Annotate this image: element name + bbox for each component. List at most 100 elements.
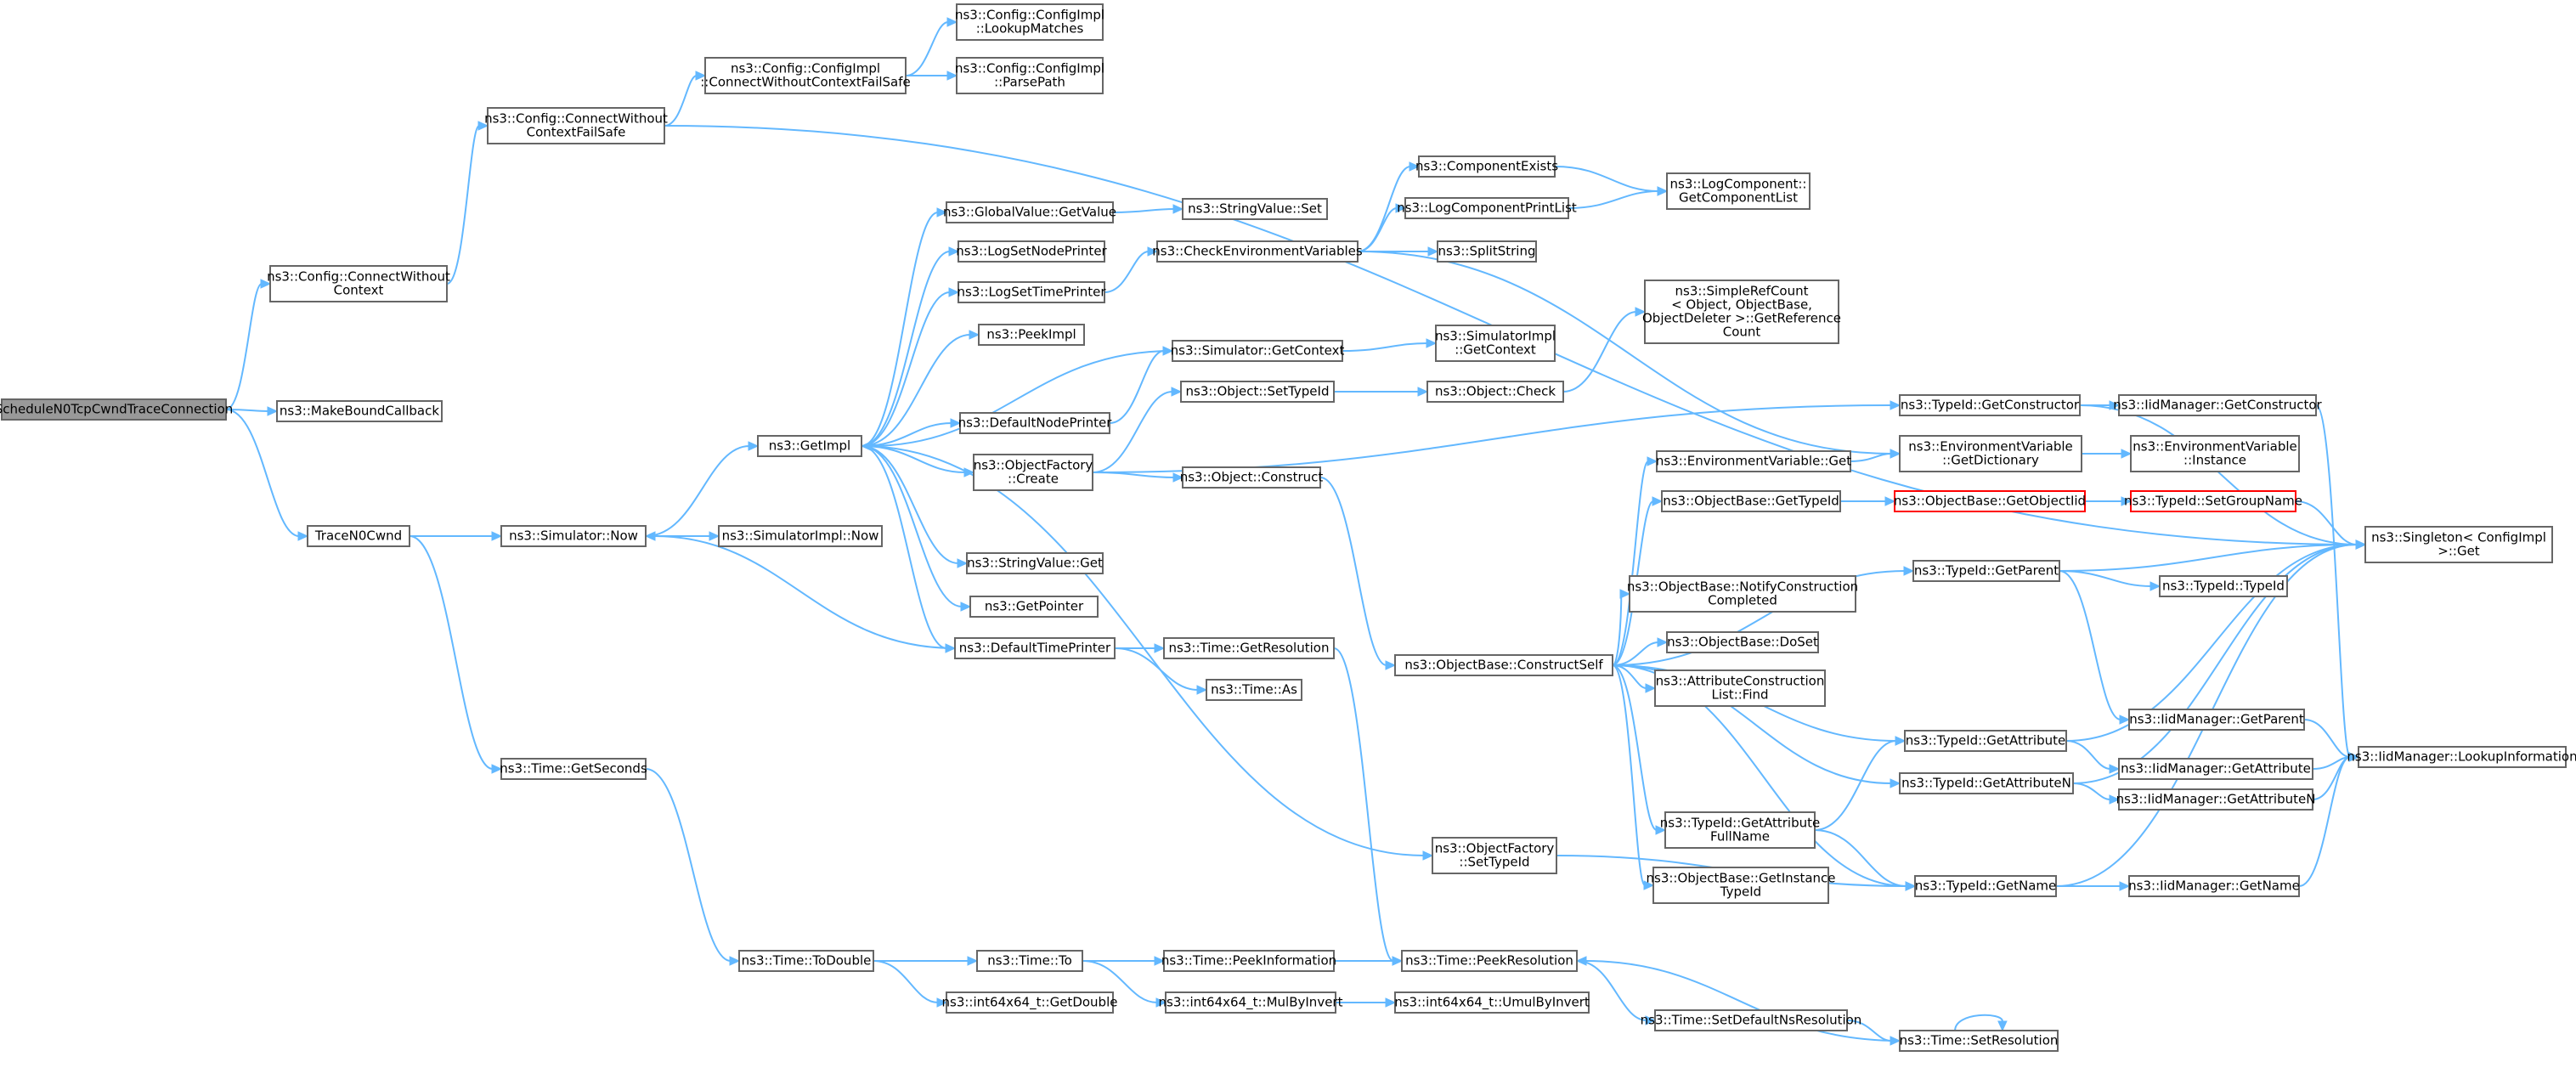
- node-simnow[interactable]: ns3::Simulator::Now: [500, 525, 647, 547]
- node-cwcfs[interactable]: ns3::Config::ConnectWithoutContextFailSa…: [484, 107, 668, 144]
- node-tidgetattrn[interactable]: ns3::TypeId::GetAttributeN: [1899, 772, 2074, 794]
- node-label: ns3::PeekImpl: [986, 327, 1076, 342]
- node-timetodouble[interactable]: ns3::Time::ToDouble: [738, 950, 874, 972]
- node-iidgetparent[interactable]: ns3::IidManager::GetParent: [2128, 709, 2305, 731]
- node-simgetctx[interactable]: ns3::Simulator::GetContext: [1171, 340, 1345, 362]
- node-singleton[interactable]: ns3::Singleton< ConfigImpl>::Get: [2364, 526, 2553, 563]
- node-label: ns3::ObjectBase::GetObjectIid: [1894, 494, 2086, 509]
- edge-line: [1814, 829, 1907, 887]
- node-label: ns3::Object::Construct: [1180, 470, 1324, 485]
- node-getimpl[interactable]: ns3::GetImpl: [757, 435, 862, 457]
- node-tidsetgroup[interactable]: ns3::TypeId::SetGroupName: [2124, 490, 2302, 512]
- arrowhead: [1895, 736, 1907, 746]
- node-umulbyinv[interactable]: ns3::int64x64_t::UmulByInvert: [1394, 991, 1590, 1014]
- node-setdefns[interactable]: ns3::Time::SetDefaultNsResolution: [1641, 1009, 1862, 1031]
- arrowhead: [1884, 496, 1896, 506]
- node-tidgetparent[interactable]: ns3::TypeId::GetParent: [1912, 560, 2060, 582]
- node-tidtid[interactable]: ns3::TypeId::TypeId: [2159, 575, 2288, 597]
- edge-line: [2065, 544, 2358, 742]
- node-cev[interactable]: ns3::CheckEnvironmentVariables: [1152, 240, 1363, 263]
- node-parsepath[interactable]: ns3::Config::ConfigImpl::ParsePath: [955, 57, 1104, 94]
- node-obgettid[interactable]: ns3::ObjectBase::GetTypeId: [1661, 490, 1841, 512]
- node-envgetdict[interactable]: ns3::EnvironmentVariable::GetDictionary: [1899, 435, 2082, 472]
- node-box: [1165, 991, 1336, 1014]
- node-envinst[interactable]: ns3::EnvironmentVariable::Instance: [2130, 435, 2300, 472]
- node-tidgetctor[interactable]: ns3::TypeId::GetConstructor: [1899, 394, 2081, 416]
- edge-dtp-to-simnow: [644, 531, 956, 649]
- node-iidgetctor[interactable]: ns3::IidManager::GetConstructor: [2113, 394, 2323, 416]
- edge-tidgetattrfull-to-tidgetattr: [1814, 736, 1907, 831]
- edge-constructself-to-notifyconst: [1612, 589, 1631, 666]
- edge-line: [861, 445, 947, 649]
- node-label: ns3::Time::ToDouble: [742, 953, 872, 969]
- node-tidgetname[interactable]: ns3::TypeId::GetName: [1914, 875, 2057, 897]
- node-objcheck[interactable]: ns3::Object::Check: [1426, 381, 1564, 403]
- node-lstp[interactable]: ns3::LogSetTimePrinter: [957, 281, 1106, 303]
- node-srcgetref[interactable]: ns3::SimpleRefCount< Object, ObjectBase,…: [1642, 280, 1841, 344]
- node-box: [276, 400, 443, 422]
- node-simimplnow[interactable]: ns3::SimulatorImpl::Now: [718, 525, 883, 547]
- node-dtp[interactable]: ns3::DefaultTimePrinter: [954, 637, 1116, 659]
- node-getpointer[interactable]: ns3::GetPointer: [969, 596, 1099, 618]
- node-peekinfo[interactable]: ns3::Time::PeekInformation: [1161, 950, 1336, 972]
- node-ofsettid[interactable]: ns3::ObjectFactory::SetTypeId: [1432, 837, 1557, 874]
- arrowhead: [748, 441, 760, 451]
- node-box: [1180, 381, 1335, 403]
- node-cwc[interactable]: ns3::Config::ConnectWithoutContext: [267, 265, 450, 302]
- node-ofcreate[interactable]: ns3::ObjectFactory::Create: [973, 454, 1093, 491]
- node-timegetsec[interactable]: ns3::Time::GetSeconds: [500, 758, 647, 780]
- node-dnp[interactable]: ns3::DefaultNodePrinter: [958, 412, 1113, 434]
- arrowhead: [1154, 956, 1166, 966]
- node-lcgcl[interactable]: ns3::LogComponent::GetComponentList: [1666, 172, 1811, 210]
- node-label: ns3::ObjectBase::GetTypeId: [1663, 494, 1839, 509]
- node-tracecwnd[interactable]: TraceN0Cwnd: [307, 525, 410, 547]
- node-getdouble[interactable]: ns3::int64x64_t::GetDouble: [942, 991, 1118, 1014]
- edge-line: [2065, 740, 2111, 770]
- node-mulbyinv[interactable]: ns3::int64x64_t::MulByInvert: [1159, 991, 1343, 1014]
- edge-line: [1576, 960, 1647, 1021]
- node-peekres[interactable]: ns3::Time::PeekResolution: [1401, 950, 1578, 972]
- node-lookup[interactable]: ns3::Config::ConfigImpl::LookupMatches: [955, 3, 1104, 41]
- node-iidlookup[interactable]: ns3::IidManager::LookupInformation: [2347, 746, 2576, 768]
- node-constructself[interactable]: ns3::ObjectBase::ConstructSelf: [1394, 654, 1613, 676]
- node-objconstruct[interactable]: ns3::Object::Construct: [1180, 466, 1324, 489]
- arrowhead: [2355, 540, 2367, 550]
- node-peekimpl[interactable]: ns3::PeekImpl: [978, 324, 1085, 346]
- node-label: ns3::Time::SetDefaultNsResolution: [1641, 1013, 1862, 1028]
- node-mbc[interactable]: ns3::MakeBoundCallback: [276, 400, 443, 422]
- node-setres[interactable]: ns3::Time::SetResolution: [1899, 1030, 2059, 1052]
- arrowhead: [477, 121, 489, 131]
- node-doset[interactable]: ns3::ObjectBase::DoSet: [1666, 631, 1819, 653]
- node-impl_cwcfs[interactable]: ns3::Config::ConfigImpl::ConnectWithoutC…: [700, 57, 911, 94]
- node-timeas[interactable]: ns3::Time::As: [1206, 679, 1302, 701]
- node-objsettid[interactable]: ns3::Object::SetTypeId: [1180, 381, 1335, 403]
- node-notifyconst[interactable]: ns3::ObjectBase::NotifyConstructionCompl…: [1627, 575, 1858, 613]
- node-splitstring[interactable]: ns3::SplitString: [1437, 240, 1537, 263]
- node-box: [969, 596, 1099, 618]
- node-compexists[interactable]: ns3::ComponentExists: [1415, 155, 1558, 178]
- node-box: [1899, 772, 2074, 794]
- node-tidgetattr[interactable]: ns3::TypeId::GetAttribute: [1904, 730, 2067, 752]
- node-label: ns3::ComponentExists: [1415, 159, 1558, 174]
- node-iidgetattr[interactable]: ns3::IidManager::GetAttribute: [2118, 758, 2313, 780]
- node-iidgetattrn[interactable]: ns3::IidManager::GetAttributeN: [2116, 788, 2316, 811]
- node-svget[interactable]: ns3::StringValue::Get: [966, 552, 1104, 574]
- node-svset[interactable]: ns3::StringValue::Set: [1182, 198, 1328, 220]
- node-root[interactable]: ScheduleN0TcpCwndTraceConnection: [0, 398, 233, 421]
- node-gvget[interactable]: ns3::GlobalValue::GetValue: [943, 201, 1116, 223]
- edge-line: [861, 291, 951, 447]
- node-timeto[interactable]: ns3::Time::To: [976, 950, 1083, 972]
- node-envget[interactable]: ns3::EnvironmentVariable::Get: [1656, 450, 1851, 472]
- node-obgetoid[interactable]: ns3::ObjectBase::GetObjectIid: [1894, 490, 2086, 512]
- node-simimplgetctx[interactable]: ns3::SimulatorImpl::GetContext: [1435, 325, 1556, 362]
- node-label: ns3::TypeId::GetAttribute: [1660, 816, 1820, 831]
- node-lsnp[interactable]: ns3::LogSetNodePrinter: [956, 240, 1108, 263]
- node-lcpl[interactable]: ns3::LogComponentPrintList: [1397, 197, 1577, 219]
- edge-simgetctx-to-simimplgetctx: [1342, 338, 1438, 352]
- node-iidgetname[interactable]: ns3::IidManager::GetName: [2128, 875, 2300, 897]
- arrowhead: [2121, 496, 2133, 506]
- node-timegetres[interactable]: ns3::Time::GetResolution: [1163, 637, 1335, 659]
